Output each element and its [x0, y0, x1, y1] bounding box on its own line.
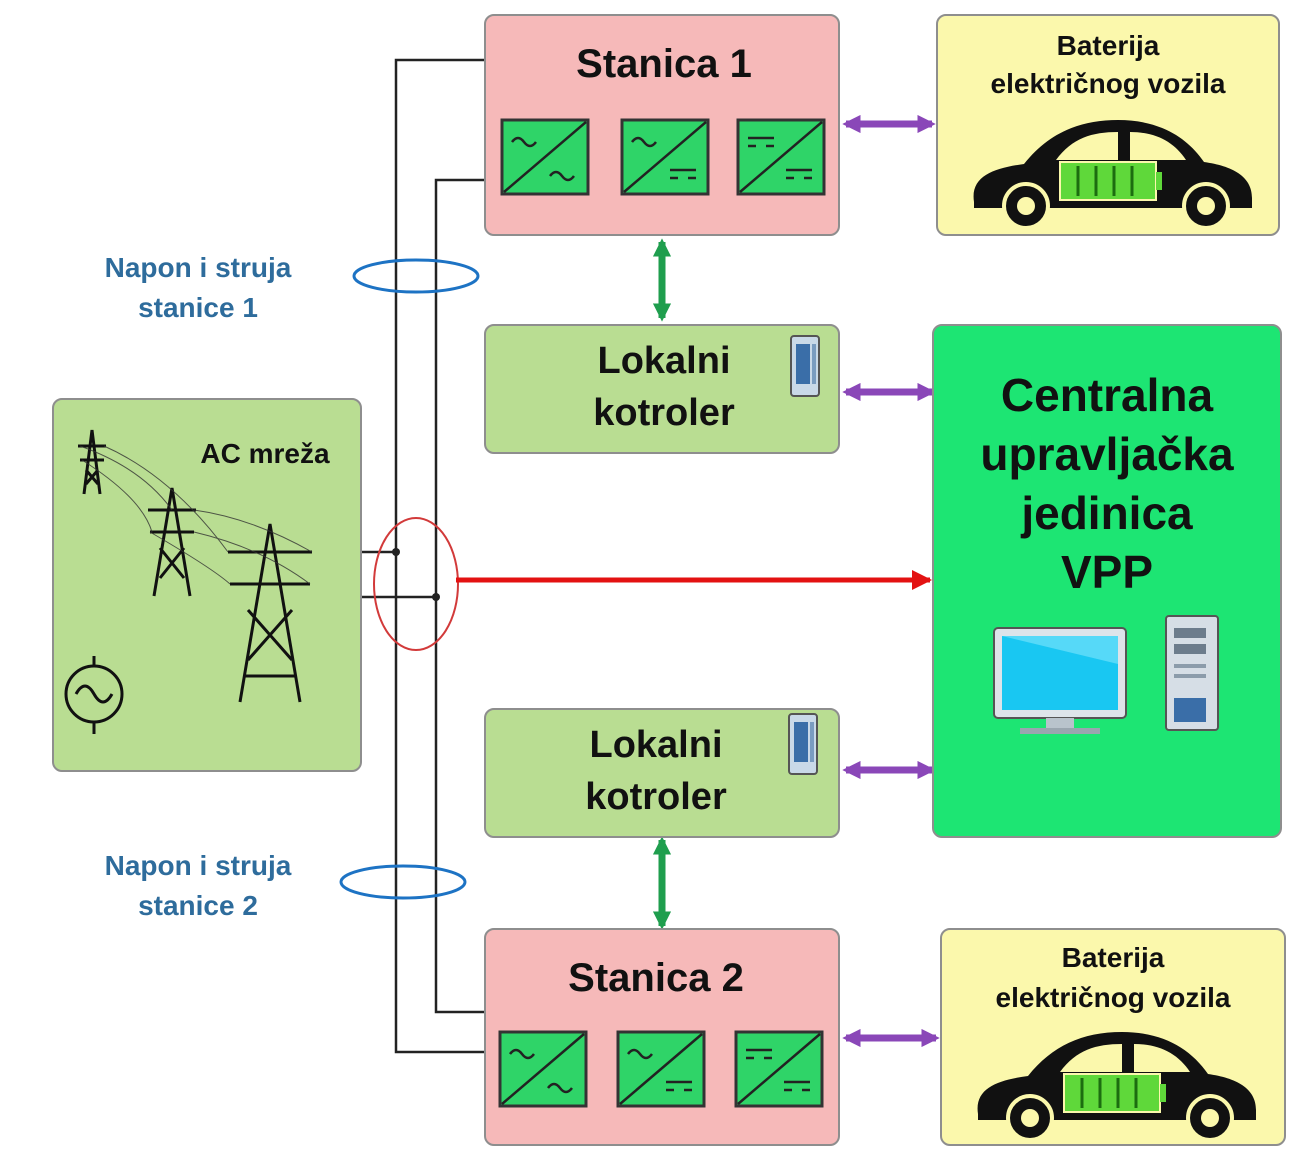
- local-controller-1-box: Lokalni kotroler: [484, 324, 840, 454]
- battery-1-label-line2: električnog vozila: [990, 68, 1226, 99]
- central-line2: upravljačka: [980, 428, 1234, 480]
- sensor-ring-grid: [373, 517, 459, 651]
- monitor-icon: [993, 627, 1127, 734]
- battery-2-label-line2: električnog vozila: [995, 982, 1231, 1013]
- central-line3: jedinica: [1021, 487, 1193, 539]
- local-controller-2-box: Lokalni kotroler: [484, 708, 840, 838]
- measurement-label-1-line1: Napon i struja: [104, 252, 292, 283]
- measurement-label-2-line2: stanice 2: [138, 890, 258, 921]
- battery-1-label-line1: Baterija: [1056, 30, 1160, 61]
- electric-car-icon: [977, 1032, 1256, 1142]
- local-controller-2-line2: kotroler: [585, 776, 727, 818]
- central-line4: VPP: [1060, 546, 1154, 598]
- converter-dc-dc-icon: [736, 118, 826, 196]
- converter-ac-dc-icon: [498, 1030, 588, 1108]
- controller-device-icon: [788, 713, 818, 775]
- controller-device-icon: [790, 335, 820, 397]
- measurement-label-2-line1: Napon i struja: [104, 850, 292, 881]
- transmission-towers-icon: [64, 429, 313, 734]
- converter-ac-dc-icon: [616, 1030, 706, 1108]
- converter-ac-dc-icon: [500, 118, 590, 196]
- server-tower-icon: [1165, 615, 1219, 731]
- local-controller-1-line2: kotroler: [593, 392, 735, 434]
- ac-grid-label: AC mreža: [200, 438, 330, 469]
- local-controller-1-line1: Lokalni: [597, 340, 731, 382]
- junction-dot: [432, 593, 440, 601]
- sensor-ring-station-2: [339, 864, 467, 900]
- local-controller-2-line1: Lokalni: [589, 724, 723, 766]
- central-line1: Centralna: [1000, 369, 1214, 421]
- junction-dot: [392, 548, 400, 556]
- station-2-title: Stanica 2: [568, 956, 744, 1000]
- central-vpp-box: Centralna upravljačka jedinica VPP: [932, 324, 1282, 838]
- measurement-label-1-line2: stanice 1: [138, 292, 258, 323]
- sensor-ring-station-1: [352, 258, 480, 294]
- converter-ac-dc-icon: [620, 118, 710, 196]
- battery-2-label-line1: Baterija: [1061, 942, 1165, 973]
- electric-car-icon: [973, 120, 1252, 230]
- converter-dc-dc-icon: [734, 1030, 824, 1108]
- station-1-title: Stanica 1: [576, 42, 752, 86]
